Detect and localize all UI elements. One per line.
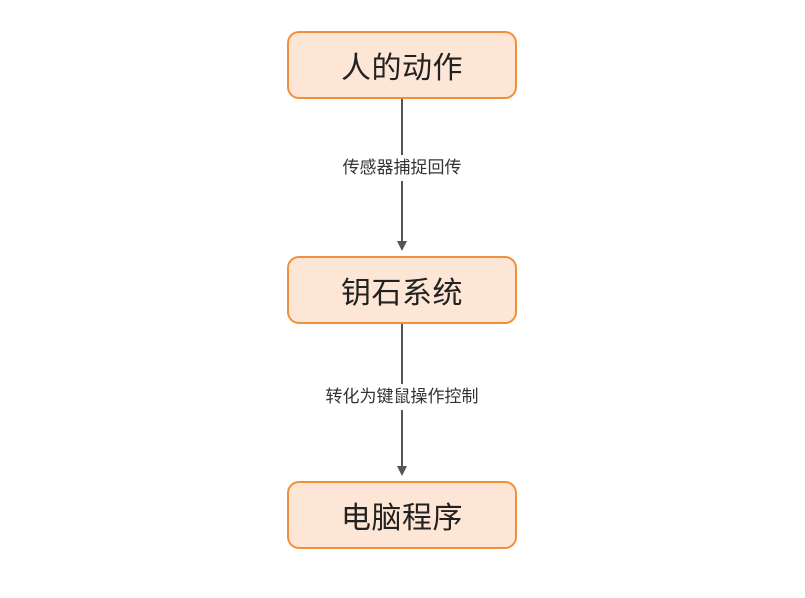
edge-label-keyboard-mouse-control: 转化为键鼠操作控制 (252, 384, 552, 410)
edge-label-text: 转化为键鼠操作控制 (325, 387, 479, 407)
node-keystone-system: 钥石系统 (287, 256, 517, 324)
node-label: 人的动作 (341, 51, 463, 86)
edge-label-sensor-capture: 传感器捕捉回传 (252, 155, 552, 181)
node-computer-program: 电脑程序 (287, 481, 517, 549)
node-label: 钥石系统 (341, 276, 463, 311)
node-human-action: 人的动作 (287, 31, 517, 99)
edge-label-text: 传感器捕捉回传 (342, 158, 462, 178)
node-label: 电脑程序 (341, 501, 463, 536)
